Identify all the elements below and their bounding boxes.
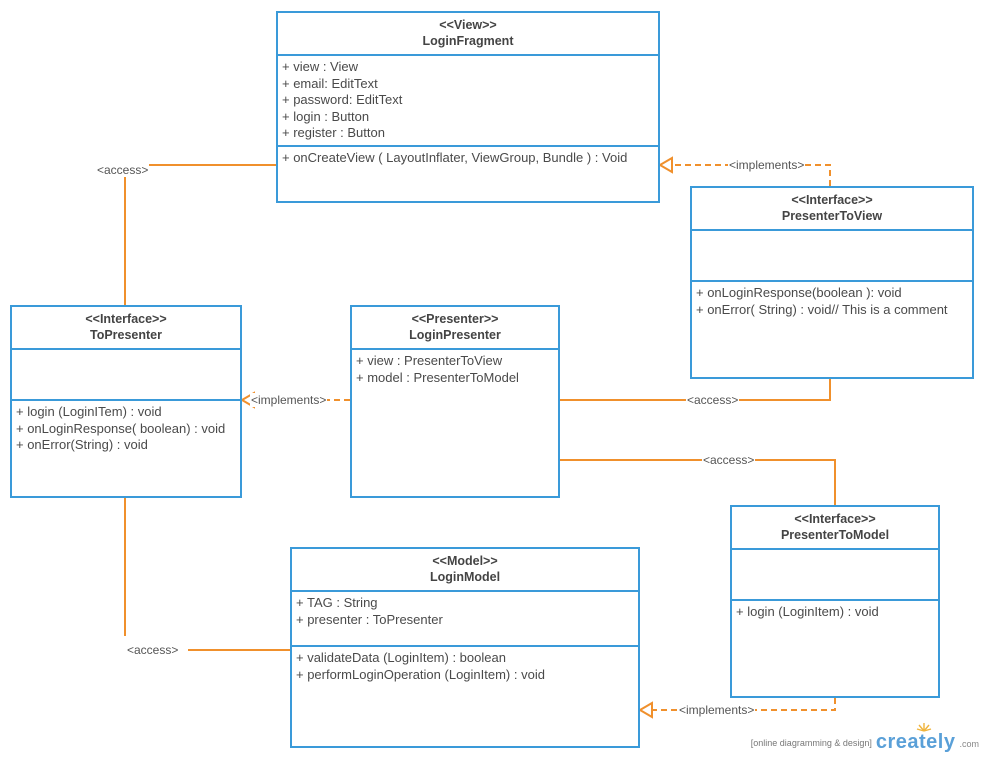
attribute-row: + view : PresenterToView	[356, 353, 503, 368]
branding-tagline: [online diagramming & design]	[750, 738, 872, 748]
branding-logo: creately	[875, 723, 956, 753]
realization-arrowhead	[658, 156, 673, 174]
class-login-presenter[interactable]: <<Presenter>> LoginPresenter + view : Pres…	[350, 305, 560, 498]
class-stereotype: <<View>>	[439, 18, 497, 32]
operation-row: + login (LoginITem) : void	[16, 404, 162, 419]
connector-label-access: <access>	[686, 393, 740, 407]
branding-suffix: .com	[959, 739, 979, 749]
creately-branding: [online diagramming & design] creately .…	[750, 723, 979, 753]
class-stereotype: <<Model>>	[432, 554, 498, 568]
operation-row: + onLoginResponse( boolean) : void	[16, 420, 226, 436]
attribute-row: + login : Button	[282, 108, 370, 124]
class-operations	[352, 389, 558, 395]
class-login-fragment[interactable]: <<View>> LoginFragment + view : View+ emai…	[276, 11, 660, 203]
class-stereotype: <<Presenter>>	[411, 312, 499, 326]
class-operations: + validateData (LoginItem) : boolean+ pe…	[292, 647, 638, 686]
class-operations: + onCreateView ( LayoutInflater, ViewGro…	[278, 147, 658, 170]
class-attributes: + view : View+ email: EditText+ password…	[278, 56, 658, 147]
class-header: <<Interface>> PresenterToView	[692, 188, 972, 231]
class-to-presenter[interactable]: <<Interface>> ToPresenter + login (LoginIT…	[10, 305, 242, 498]
class-name: LoginModel	[429, 570, 501, 584]
connector-label-access: <access>	[96, 163, 150, 177]
sun-icon	[916, 723, 932, 732]
attribute-row: + register : Button	[282, 125, 385, 141]
operation-row: + onError( String) : void// This is a co…	[696, 301, 948, 317]
class-name: LoginPresenter	[409, 328, 501, 342]
class-name: ToPresenter	[89, 328, 162, 342]
connector-fragment-topresenter[interactable]	[124, 164, 276, 305]
class-name: PresenterToView	[781, 209, 883, 223]
connector-label-implements: <implements>	[250, 393, 328, 407]
class-operations: + login (LoginItem) : void	[732, 601, 938, 624]
attribute-row: + model : PresenterToModel	[356, 369, 519, 385]
class-stereotype: <<Interface>>	[791, 193, 873, 207]
operation-row: + validateData (LoginItem) : boolean	[296, 650, 506, 665]
class-header: <<View>> LoginFragment	[278, 13, 658, 56]
class-operations: + login (LoginITem) : void+ onLoginRespo…	[12, 401, 240, 457]
branding-name: creately	[875, 731, 956, 753]
class-stereotype: <<Interface>>	[794, 512, 876, 526]
attribute-row: + view : View	[282, 59, 358, 74]
connector-ptv-fragment[interactable]	[660, 164, 831, 186]
class-login-model[interactable]: <<Model>> LoginModel + TAG : String+ prese…	[290, 547, 640, 748]
class-name: PresenterToModel	[780, 528, 890, 542]
class-header: <<Interface>> PresenterToModel	[732, 507, 938, 550]
operation-row: + onLoginResponse(boolean ): void	[696, 285, 902, 300]
attribute-row: + email: EditText	[282, 75, 378, 91]
class-presenter-to-view[interactable]: <<Interface>> PresenterToView + onLoginRes…	[690, 186, 974, 379]
class-attributes: + TAG : String+ presenter : ToPresenter	[292, 592, 638, 647]
operation-row: + login (LoginItem) : void	[736, 604, 879, 619]
connector-label-implements: <implements>	[678, 703, 756, 717]
class-name: LoginFragment	[422, 34, 514, 48]
class-attributes	[12, 350, 240, 401]
operation-row: + onError(String) : void	[16, 437, 148, 453]
class-header: <<Model>> LoginModel	[292, 549, 638, 592]
connector-presenter-ptm[interactable]	[560, 459, 836, 505]
operation-row: + onCreateView ( LayoutInflater, ViewGro…	[282, 150, 628, 165]
class-presenter-to-model[interactable]: <<Interface>> PresenterToModel + login (Lo…	[730, 505, 940, 698]
class-operations: + onLoginResponse(boolean ): void+ onErr…	[692, 282, 972, 321]
attribute-row: + presenter : ToPresenter	[296, 611, 443, 627]
class-header: <<Presenter>> LoginPresenter	[352, 307, 558, 350]
connector-label-implements: <implements>	[728, 158, 806, 172]
realization-arrowhead	[638, 701, 653, 719]
operation-row: + performLoginOperation (LoginItem) : vo…	[296, 666, 545, 682]
connector-label-access: <access>	[702, 453, 756, 467]
attribute-row: + TAG : String	[296, 595, 378, 610]
class-attributes	[732, 550, 938, 601]
attribute-row: + password: EditText	[282, 92, 403, 108]
class-attributes	[692, 231, 972, 282]
class-stereotype: <<Interface>>	[85, 312, 167, 326]
class-attributes: + view : PresenterToView+ model : Presen…	[352, 350, 558, 389]
class-header: <<Interface>> ToPresenter	[12, 307, 240, 350]
connector-presenter-ptv[interactable]	[560, 379, 831, 401]
connector-label-access: <access>	[126, 643, 180, 657]
